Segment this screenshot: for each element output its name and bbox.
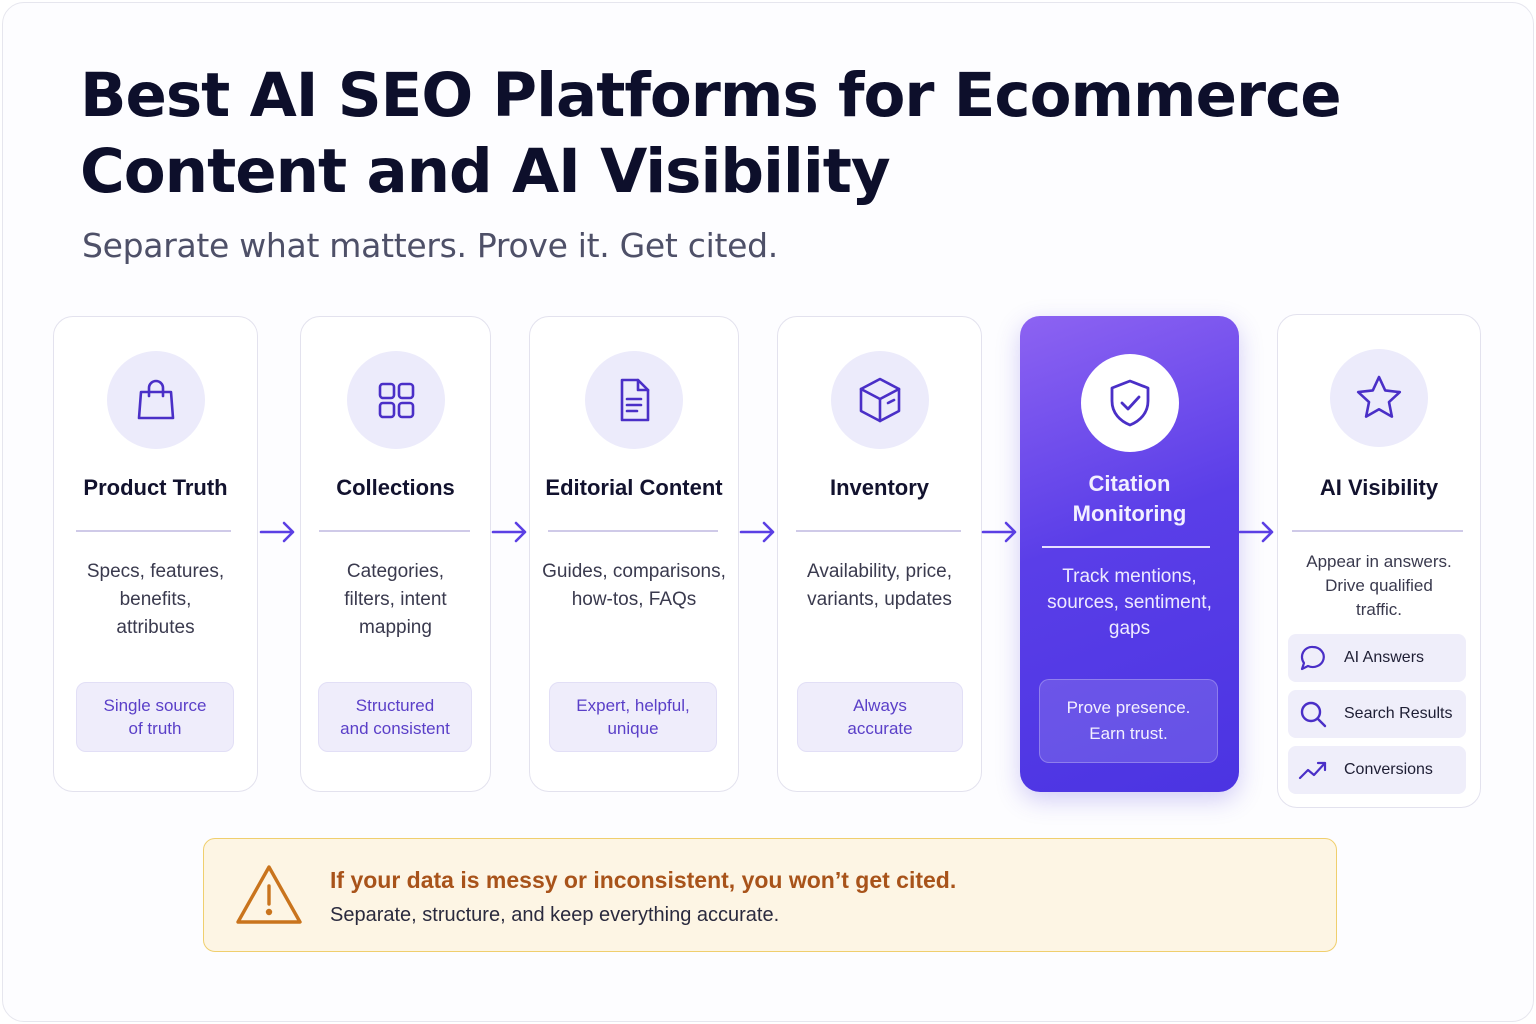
card-badge: Prove presence. Earn trust.	[1039, 679, 1218, 763]
warning-title: If your data is messy or inconsistent, y…	[330, 867, 957, 893]
badge-line: unique	[607, 719, 659, 738]
card-divider	[1292, 530, 1463, 532]
desc-line: sources, sentiment,	[1047, 592, 1212, 613]
card-divider	[319, 530, 470, 532]
card-title: Citation Monitoring	[1020, 469, 1239, 529]
search-results-item: Search Results	[1288, 690, 1466, 738]
card-divider	[796, 530, 961, 532]
warning-text: Separate, structure, and keep everything…	[330, 904, 780, 926]
grid-icon-circle	[346, 351, 445, 449]
title-line-1: Best AI SEO Platforms for Ecommerce	[80, 60, 1342, 131]
desc-line: Appear in answers.	[1306, 552, 1452, 571]
shopping-bag-icon-circle	[106, 351, 205, 449]
shield-check-icon-circle	[1080, 354, 1179, 452]
box-icon-circle	[830, 351, 929, 449]
conversions-item: Conversions	[1288, 746, 1466, 794]
document-icon	[620, 378, 650, 422]
desc-line: Specs, features,	[86, 561, 225, 582]
shopping-bag-icon	[137, 379, 174, 420]
mini-item-label: Conversions	[1344, 761, 1433, 778]
title-line: Monitoring	[1072, 501, 1187, 526]
card-title: Collections	[336, 475, 455, 500]
desc-line: filters, intent	[344, 589, 447, 610]
card-description: Guides, comparisons, how-tos, FAQs	[538, 558, 730, 614]
page-subtitle: Separate what matters. Prove it. Get cit…	[82, 226, 778, 265]
desc-line: Track mentions,	[1062, 566, 1197, 587]
card-badge: Expert, helpful, unique	[549, 682, 717, 752]
card-title: AI Visibility	[1319, 475, 1439, 500]
badge-line: Always	[853, 696, 907, 715]
title-line-2: Content and AI Visibility	[80, 136, 891, 207]
desc-line: Guides, comparisons,	[542, 561, 726, 582]
flow-arrow-icon	[739, 521, 775, 543]
desc-line: how-tos, FAQs	[571, 589, 697, 610]
mini-item-label: AI Answers	[1344, 649, 1425, 666]
desc-line: Availability, price,	[806, 561, 953, 582]
badge-line: Structured	[355, 696, 435, 715]
card-citation-monitoring: Citation Monitoring Track mentions, sour…	[1020, 316, 1239, 792]
warning-callout: If your data is messy or inconsistent, y…	[203, 838, 1337, 952]
flow-arrow-icon	[981, 521, 1017, 543]
grid-icon	[378, 382, 414, 419]
card-ai-visibility: AI Visibility Appear in answers. Drive q…	[1277, 314, 1481, 808]
shield-check-icon	[1110, 379, 1149, 427]
card-description: Specs, features, benefits, attributes	[62, 558, 249, 642]
card-divider	[76, 530, 231, 532]
document-icon-circle	[585, 351, 683, 449]
ai-answers-item: AI Answers	[1288, 634, 1466, 682]
flow-arrow-icon	[1238, 521, 1274, 543]
card-badge: Structured and consistent	[318, 682, 472, 752]
desc-line: mapping	[359, 617, 432, 638]
card-badge: Single source of truth	[76, 682, 234, 752]
box-icon	[859, 377, 900, 423]
badge-line: Expert, helpful,	[576, 696, 690, 715]
card-divider	[1042, 546, 1210, 548]
card-description: Track mentions, sources, sentiment, gaps	[1028, 564, 1231, 642]
flow-arrow-icon	[259, 521, 295, 543]
badge-line: and consistent	[340, 719, 450, 738]
mini-item-label: Search Results	[1344, 705, 1453, 722]
card-badge: Always accurate	[797, 682, 963, 752]
card-divider	[548, 530, 718, 532]
card-description: Availability, price, variants, updates	[786, 558, 973, 614]
title-line: Citation	[1088, 471, 1171, 496]
desc-line: traffic.	[1356, 600, 1402, 619]
desc-line: Drive qualified	[1325, 576, 1433, 595]
card-description: Categories, filters, intent mapping	[309, 558, 482, 642]
badge-line: Single source	[103, 696, 207, 715]
desc-line: attributes	[116, 617, 195, 638]
card-collections: Collections Categories, filters, intent …	[300, 316, 491, 792]
chat-bubble-icon	[1298, 643, 1328, 673]
card-title: Product Truth	[83, 475, 228, 500]
star-icon-circle	[1330, 349, 1428, 447]
desc-line: Categories,	[346, 561, 445, 582]
desc-line: gaps	[1108, 618, 1151, 639]
star-icon	[1356, 375, 1402, 418]
badge-line: accurate	[847, 719, 913, 738]
desc-line: benefits,	[119, 589, 192, 610]
desc-line: variants, updates	[807, 589, 952, 610]
card-description: Appear in answers. Drive qualified traff…	[1286, 550, 1472, 622]
card-editorial-content: Editorial Content Guides, comparisons, h…	[529, 316, 739, 792]
card-title: Editorial Content	[545, 475, 723, 500]
flow-arrow-icon	[491, 521, 527, 543]
search-icon	[1298, 699, 1328, 729]
badge-line: Earn trust.	[1089, 724, 1168, 743]
card-product-truth: Product Truth Specs, features, benefits,…	[53, 316, 258, 792]
page-title: Best AI SEO Platforms for Ecommerce Cont…	[80, 58, 1380, 210]
card-inventory: Inventory Availability, price, variants,…	[777, 316, 982, 792]
card-title: Inventory	[829, 475, 930, 500]
badge-line: of truth	[128, 719, 182, 738]
trending-up-icon	[1298, 755, 1328, 785]
badge-line: Prove presence.	[1066, 698, 1191, 717]
warning-icon	[236, 865, 302, 924]
